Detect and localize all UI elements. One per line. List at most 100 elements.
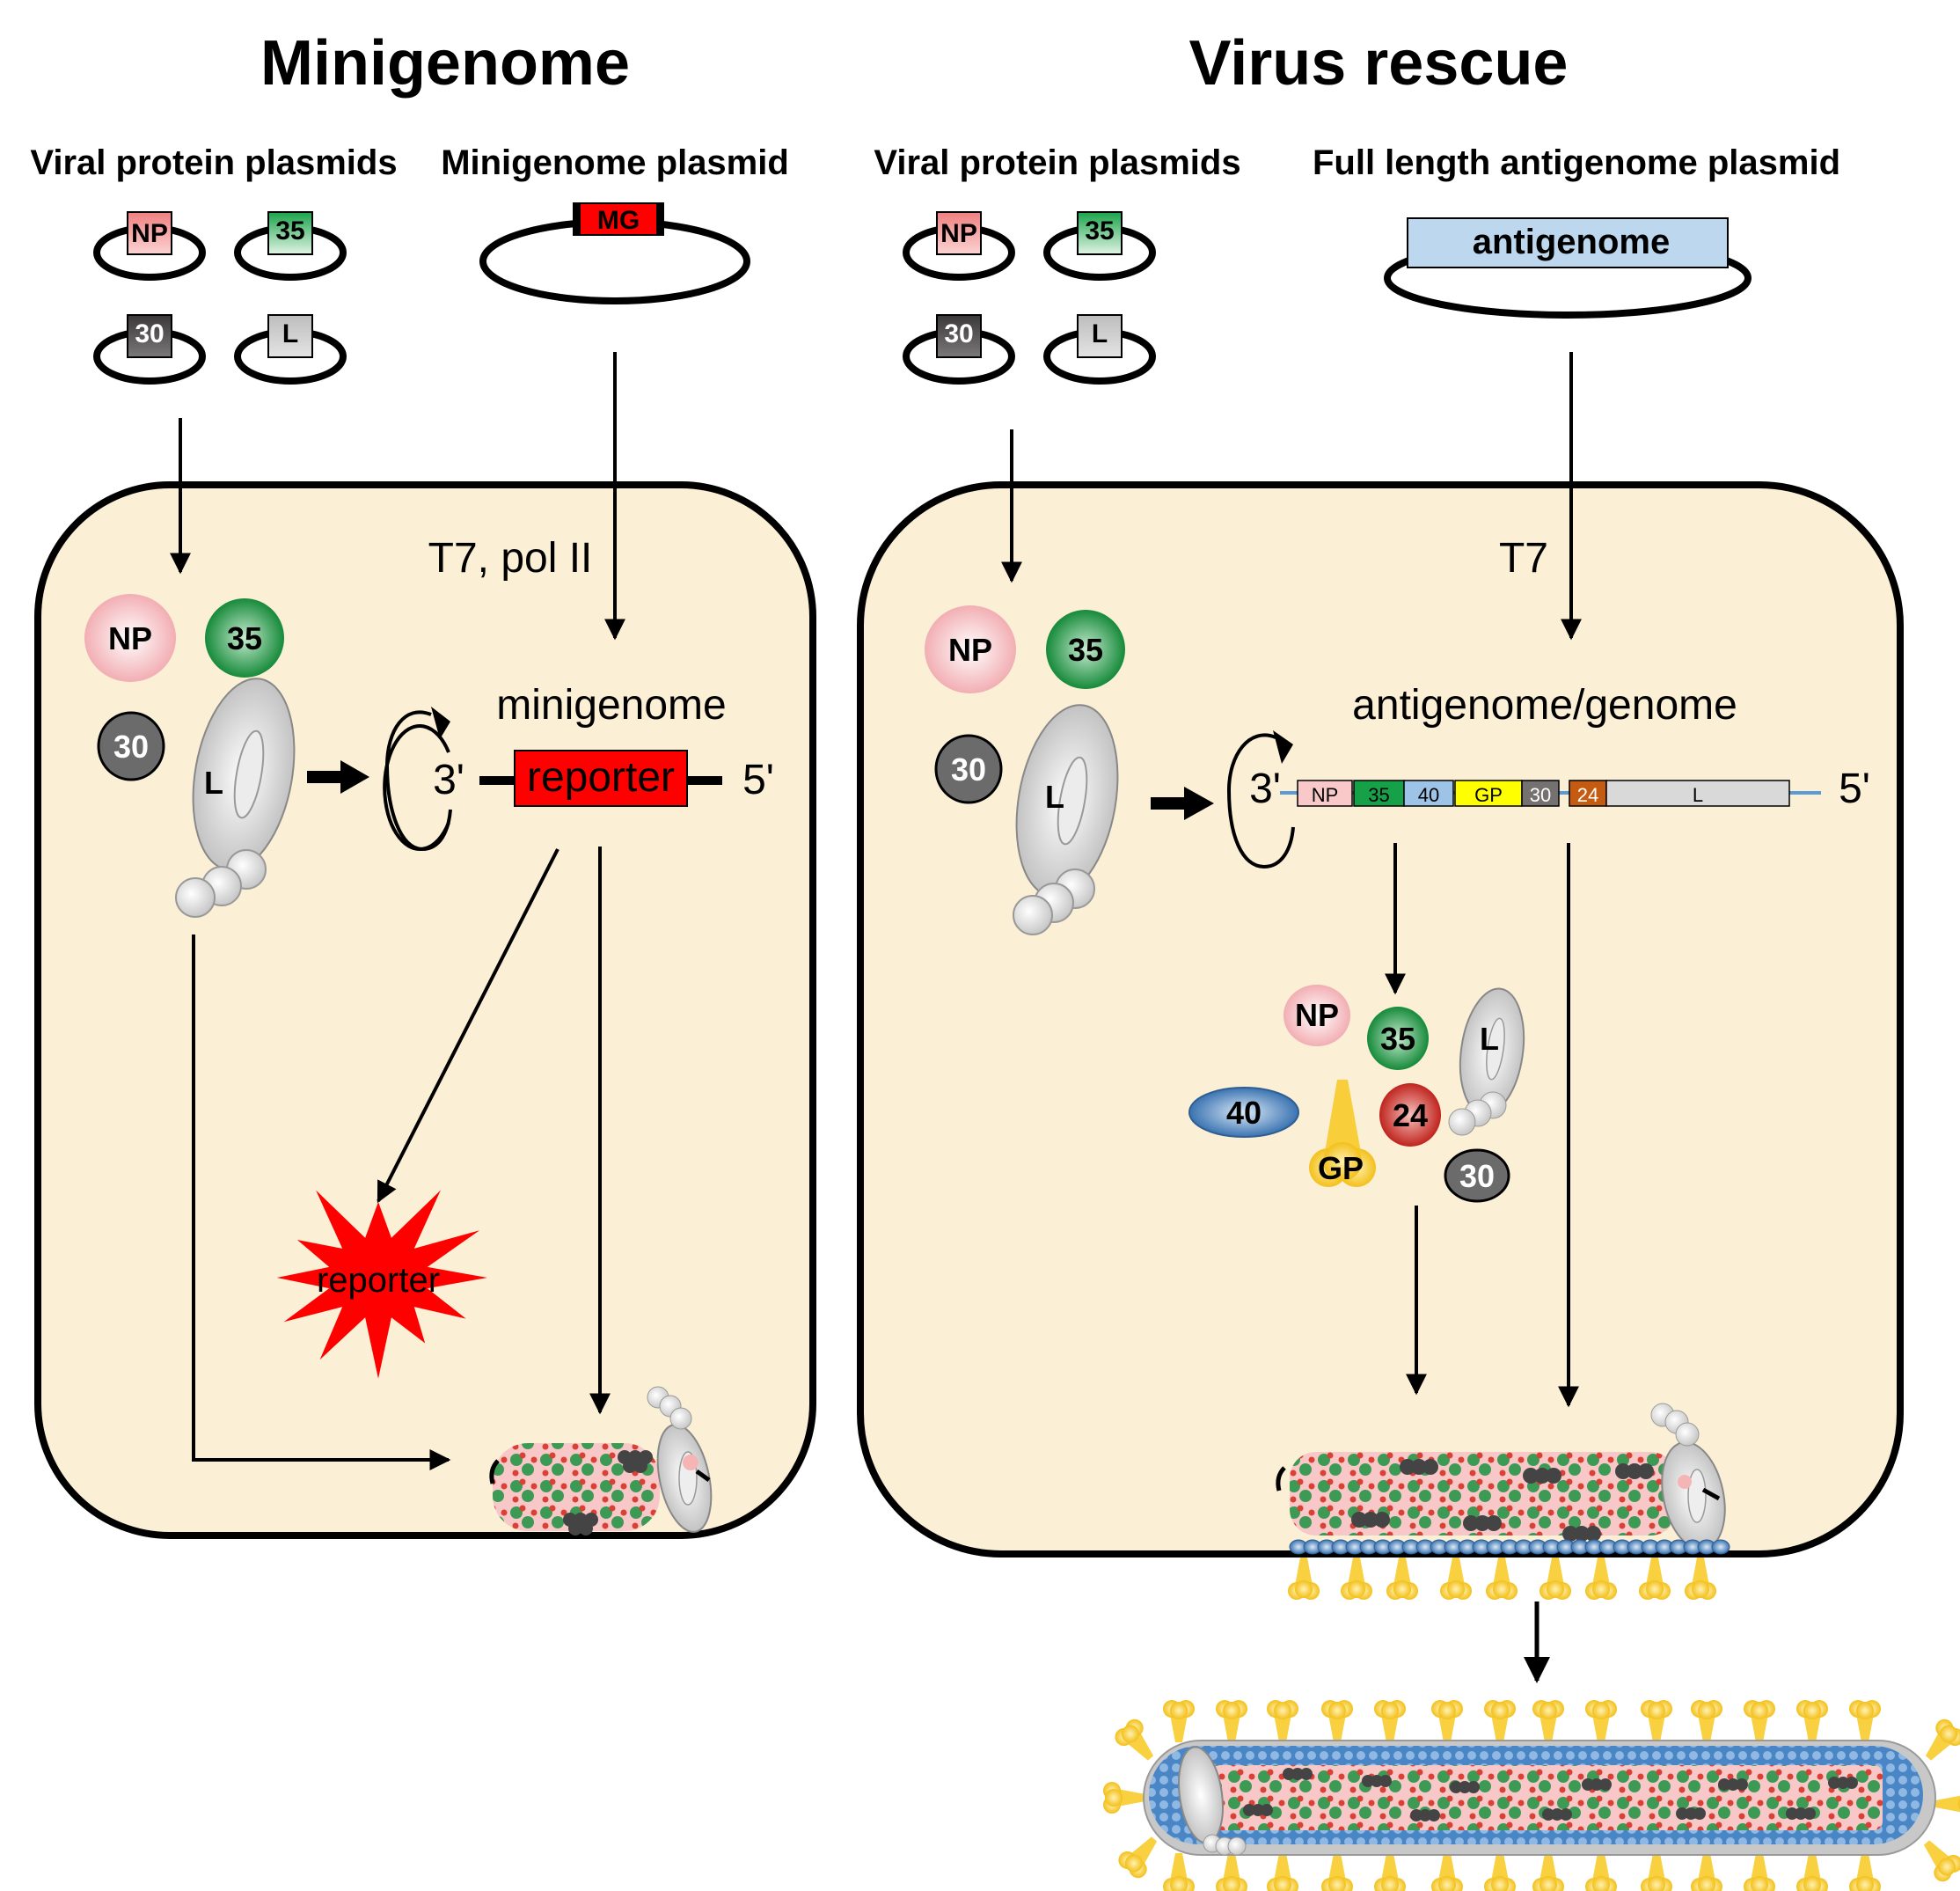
- gp-spike: [1923, 1840, 1960, 1882]
- mg-rnp-complex: [489, 1386, 713, 1536]
- vr-rna-label: antigenome/genome: [1352, 682, 1737, 729]
- genome-gene-35: [1353, 780, 1405, 807]
- mg-reporter-gene-label: reporter: [527, 754, 675, 801]
- vr-plasmid-35-label: 35: [1085, 216, 1114, 246]
- genome-gene-label: GP: [1474, 784, 1503, 806]
- gp-spike: [1532, 1853, 1564, 1891]
- vr-viral-protein-plasmids-label: Viral protein plasmids: [874, 143, 1240, 182]
- virion: [1103, 1700, 1960, 1891]
- gp-spike: [1118, 1836, 1158, 1879]
- vr-protein-plasmids: NP 35 30 L: [903, 211, 1156, 385]
- gp-spike: [1103, 1782, 1145, 1814]
- gp-spike: [1532, 1700, 1564, 1742]
- mg-three-prime: 3': [433, 757, 464, 803]
- gp-spike: [1585, 1558, 1617, 1600]
- vr-np-protein: NP: [925, 605, 1016, 693]
- reporter-product-label: reporter: [317, 1261, 440, 1300]
- gp-spike: [1163, 1700, 1195, 1742]
- gp-spike: [1216, 1700, 1247, 1742]
- vr-polymerase-label: T7: [1499, 535, 1548, 582]
- mg-vp30-protein: 30: [97, 711, 165, 781]
- vr-vp30-protein: 30: [934, 734, 1003, 804]
- budding-gp-spikes: [1288, 1558, 1716, 1600]
- mg-protein-plasmids: NP 35 30 L: [93, 211, 347, 385]
- minigenome-plasmid: MG: [479, 202, 750, 304]
- mg-viral-protein-plasmids-label: Viral protein plasmids: [30, 143, 397, 182]
- genome-gene-label: 35: [1368, 784, 1389, 806]
- expressed-vp35: 35: [1367, 1007, 1429, 1070]
- mg-l-label: L: [204, 765, 223, 801]
- vr-l-label: L: [1045, 779, 1064, 815]
- gp-spike: [1849, 1853, 1881, 1891]
- gp-spike: [1484, 1853, 1516, 1891]
- gp-spike: [1440, 1558, 1472, 1600]
- gp-spike: [1539, 1558, 1571, 1600]
- vr-five-prime: 5': [1839, 766, 1870, 812]
- genome-gene-label: NP: [1312, 784, 1339, 806]
- vr-plasmid-np-label: NP: [940, 219, 977, 248]
- mg-vp30-label: 30: [113, 729, 149, 765]
- gp-spike: [1639, 1558, 1671, 1600]
- expressed-gp-label: GP: [1318, 1150, 1364, 1186]
- expressed-vp24-label: 24: [1393, 1097, 1428, 1133]
- budding-rnp: [1276, 1403, 1726, 1551]
- expressed-l: L: [1448, 987, 1525, 1136]
- gp-spike: [1484, 1700, 1516, 1742]
- gp-spike: [1585, 1700, 1617, 1742]
- gp-spike: [1685, 1558, 1716, 1600]
- vr-circular-arrow-icon: [1226, 730, 1295, 869]
- vr-plasmid-l: L: [1043, 314, 1156, 385]
- vr-plasmid-30: 30: [903, 314, 1015, 385]
- mg-rna-line-left: [479, 776, 515, 785]
- gp-spike: [1796, 1700, 1828, 1742]
- antigenome-plasmid-tag: antigenome: [1473, 223, 1670, 261]
- vr-vp30-label: 30: [951, 751, 986, 788]
- gp-spike: [1288, 1558, 1320, 1600]
- gp-spike: [1341, 1558, 1372, 1600]
- gp-spike: [1641, 1853, 1672, 1891]
- expressed-np: NP: [1284, 985, 1350, 1046]
- genome-gene-40: [1403, 780, 1454, 807]
- vr-three-prime: 3': [1249, 766, 1281, 812]
- plasmid-l: L: [234, 314, 347, 385]
- mg-np-label: NP: [108, 620, 152, 656]
- expressed-vp35-label: 35: [1380, 1021, 1415, 1057]
- genome-gene-gp: [1454, 780, 1523, 807]
- mg-vp35-label: 35: [227, 620, 262, 656]
- vr-replication-arrow: [1151, 787, 1214, 820]
- expressed-l-label: L: [1480, 1021, 1499, 1057]
- antigenome-plasmid-label: Full length antigenome plasmid: [1313, 143, 1840, 182]
- gp-spike: [1849, 1700, 1881, 1742]
- minigenome-title: Minigenome: [260, 28, 630, 99]
- gp-spike: [1267, 1700, 1298, 1742]
- mg-replication-arrow: [307, 760, 369, 794]
- gp-spike: [1267, 1853, 1298, 1891]
- vr-plasmid-l-label: L: [1092, 319, 1108, 348]
- gp-spike: [1935, 1795, 1960, 1813]
- plasmid-np: NP: [93, 211, 206, 281]
- vr-plasmid-30-label: 30: [944, 319, 973, 348]
- expressed-np-label: NP: [1295, 997, 1339, 1033]
- genome-gene-24: [1569, 780, 1607, 807]
- expressed-vp24: 24: [1379, 1083, 1441, 1147]
- expressed-vp40: 40: [1188, 1087, 1299, 1138]
- virion-gp-spikes: [1103, 1700, 1960, 1891]
- genome-gene-label: 24: [1577, 784, 1598, 806]
- gp-spike: [1321, 1700, 1353, 1742]
- mg-five-prime: 5': [742, 757, 774, 803]
- vr-np-label: NP: [948, 632, 992, 668]
- gp-spike: [1115, 1719, 1154, 1761]
- gp-spike: [1691, 1853, 1722, 1891]
- vr-vp35-protein: 35: [1046, 610, 1125, 689]
- mg-vp35-protein: 35: [205, 598, 284, 678]
- mg-polymerase-label: T7, pol II: [428, 535, 593, 582]
- arrow-l-to-mg-rnp: [192, 935, 451, 1470]
- minigenome-plasmid-label: Minigenome plasmid: [441, 143, 789, 182]
- reporter-product-star: reporter: [276, 1190, 487, 1379]
- gp-spike: [1925, 1719, 1960, 1761]
- plasmid-l-label: L: [282, 319, 298, 348]
- vr-plasmid-np: NP: [903, 211, 1015, 281]
- gp-spike: [1744, 1853, 1775, 1891]
- mg-plasmid-tag: MG: [597, 206, 640, 235]
- expressed-vp30-label: 30: [1459, 1158, 1495, 1194]
